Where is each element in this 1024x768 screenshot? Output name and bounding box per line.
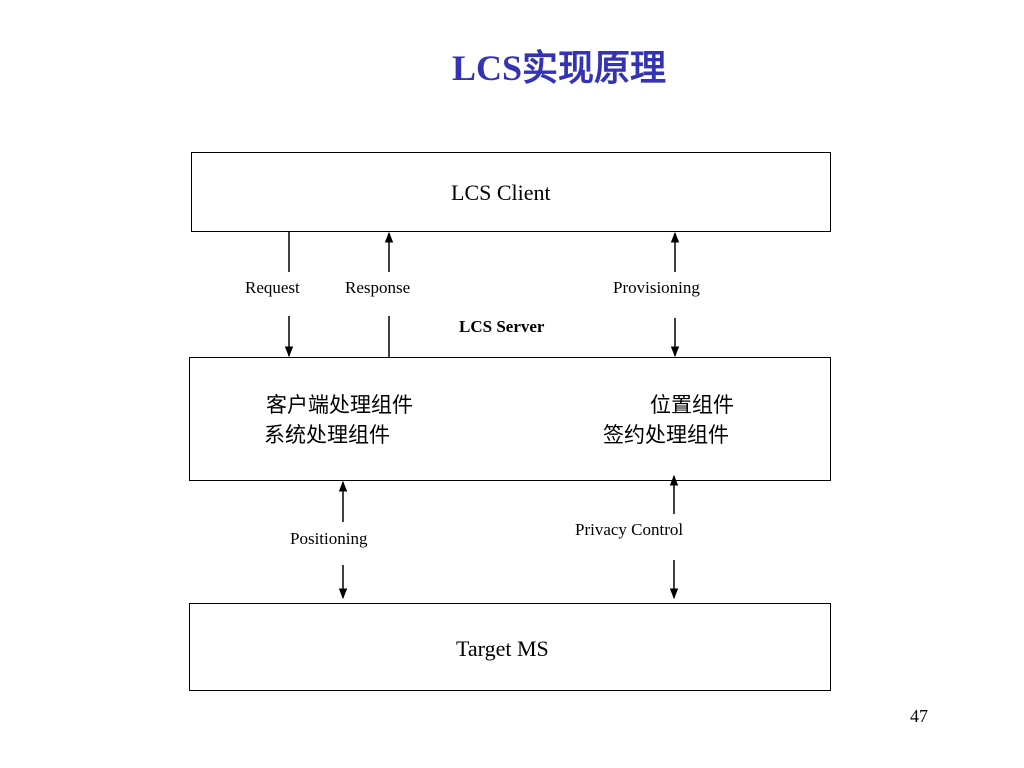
page-number: 47 xyxy=(910,706,928,726)
privacy-control-label: Privacy Control xyxy=(575,520,684,539)
slide-title: LCS实现原理 xyxy=(451,48,667,88)
target-ms-label: Target MS xyxy=(456,636,549,661)
request-label: Request xyxy=(245,278,300,297)
lcs-client-label: LCS Client xyxy=(451,180,551,205)
target-ms-box xyxy=(189,603,831,691)
subscription-processing-component: 签约处理组件 xyxy=(603,423,729,447)
positioning-component: 位置组件 xyxy=(650,393,734,417)
response-label: Response xyxy=(345,278,411,297)
lcs-client-box xyxy=(191,152,831,232)
positioning-label: Positioning xyxy=(290,529,368,548)
lcs-server-box xyxy=(189,357,831,481)
client-processing-component: 客户端处理组件 xyxy=(266,393,413,417)
lcs-server-label: LCS Server xyxy=(459,317,545,336)
provisioning-label: Provisioning xyxy=(613,278,700,297)
system-processing-component: 系统处理组件 xyxy=(264,423,390,447)
